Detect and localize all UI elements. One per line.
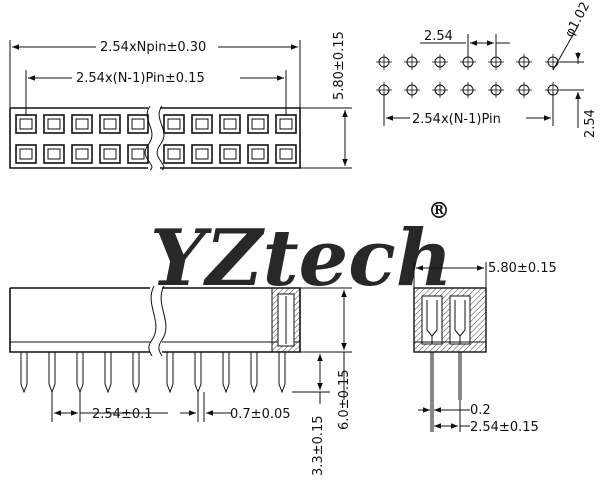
top-pin-cavity [43, 144, 65, 164]
top-pin-cavity [15, 114, 37, 134]
front-pin [132, 352, 140, 394]
front-pins [20, 352, 286, 394]
front-pin [48, 352, 56, 394]
top-pin-contact [131, 118, 145, 130]
top-pin-grid [15, 114, 297, 164]
top-pin-contact [167, 148, 181, 160]
watermark: YZtech ® [150, 198, 452, 304]
front-pin [104, 352, 112, 394]
top-pin-contact [47, 148, 61, 160]
top-pin-cavity [99, 114, 121, 134]
front-pin [20, 352, 28, 394]
top-pin-contact [75, 148, 89, 160]
pitch-span-dim: 2.54x(N-1)Pin±0.15 [76, 71, 205, 86]
top-pin-contact [195, 118, 209, 130]
top-pin-contact [131, 148, 145, 160]
footprint-holes [376, 54, 561, 98]
top-pin-cavity [219, 144, 241, 164]
top-pin-contact [279, 148, 293, 160]
pcb-footprint: 2.54 φ1.02 2.54 2.54x(N-1)Pin [376, 0, 598, 138]
top-pin-cavity [127, 114, 149, 134]
front-pin [194, 352, 202, 394]
footprint-span-dim: 2.54x(N-1)Pin [412, 112, 501, 127]
top-pin-cavity [275, 144, 297, 164]
hole-diameter-dim: φ1.02 [562, 0, 593, 40]
footprint-pitch-dim: 2.54 [424, 29, 453, 44]
front-pin [250, 352, 258, 394]
top-height-dim: 5.80±0.15 [332, 31, 347, 100]
top-view: 2.54xNpin±0.30 2.54x(N-1)Pin±0.15 5.80±0… [9, 31, 352, 171]
top-pin-contact [103, 118, 117, 130]
top-pin-contact [279, 118, 293, 130]
pin-thickness-dim: 0.2 [470, 403, 491, 418]
front-pin [166, 352, 174, 394]
top-pin-cavity [191, 144, 213, 164]
pin-width-dim: 0.7±0.05 [230, 407, 291, 422]
side-row-pitch-dim: 2.54±0.15 [470, 420, 539, 435]
front-pin [222, 352, 230, 394]
front-height-dim: 6.0±0.15 [337, 369, 352, 430]
top-pin-cavity [71, 114, 93, 134]
overall-length-dim: 2.54xNpin±0.30 [100, 40, 206, 55]
front-pitch-dim: 2.54±0.1 [92, 407, 153, 422]
top-pin-contact [223, 118, 237, 130]
front-pin [278, 352, 286, 394]
watermark-registered: ® [428, 198, 450, 224]
footprint-row-pitch-dim: 2.54 [583, 109, 598, 138]
top-pin-contact [19, 118, 33, 130]
top-pin-cavity [219, 114, 241, 134]
top-pin-contact [251, 148, 265, 160]
top-pin-cavity [247, 114, 269, 134]
top-pin-cavity [275, 114, 297, 134]
top-pin-cavity [99, 144, 121, 164]
top-pin-contact [47, 118, 61, 130]
tail-length-dim: 3.3±0.15 [311, 415, 326, 476]
watermark-brand: YZtech [150, 213, 452, 304]
side-view: 5.80±0.15 0.2 2.54±0.15 [413, 261, 557, 435]
top-pin-cavity [71, 144, 93, 164]
top-pin-contact [103, 148, 117, 160]
top-pin-cavity [127, 144, 149, 164]
side-width-dim: 5.80±0.15 [488, 261, 557, 276]
top-pin-contact [223, 148, 237, 160]
top-pin-cavity [247, 144, 269, 164]
top-pin-cavity [163, 114, 185, 134]
top-pin-contact [251, 118, 265, 130]
top-pin-contact [167, 118, 181, 130]
top-pin-cavity [163, 144, 185, 164]
front-view: 6.0±0.15 3.3±0.15 2.54±0.1 0.7±0.05 [9, 285, 352, 476]
top-pin-contact [195, 148, 209, 160]
front-pin [76, 352, 84, 394]
top-pin-contact [75, 118, 89, 130]
top-pin-contact [19, 148, 33, 160]
top-pin-cavity [15, 144, 37, 164]
top-pin-cavity [191, 114, 213, 134]
top-pin-cavity [43, 114, 65, 134]
